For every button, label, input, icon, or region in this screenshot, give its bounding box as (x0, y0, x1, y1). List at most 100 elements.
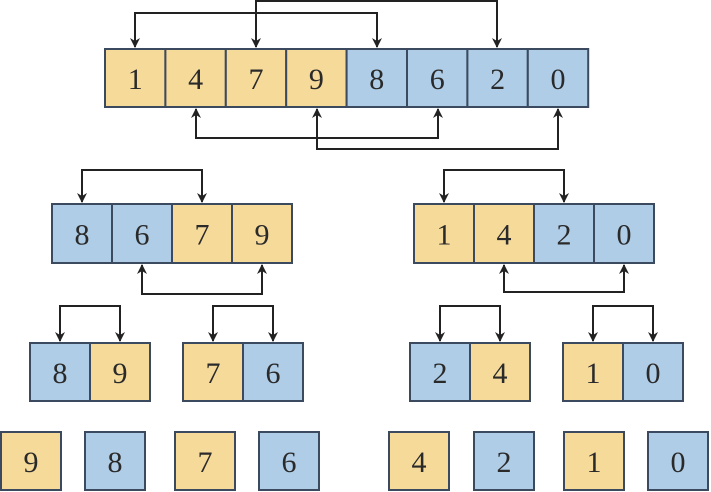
yellow-cell-box (562, 342, 624, 402)
number-cell: 6 (258, 431, 320, 491)
level-3-group: 1 (563, 431, 625, 491)
cell-value: 9 (24, 446, 39, 479)
yellow-cell-box (174, 431, 236, 491)
level-3-group: 6 (258, 431, 320, 491)
blue-cell-box (258, 431, 320, 491)
number-cell: 7 (224, 48, 288, 108)
cell-value: 8 (75, 219, 90, 252)
cell-value: 2 (490, 63, 505, 96)
blue-cell-box (593, 203, 655, 264)
level-3-group: 7 (174, 431, 236, 491)
cell-value: 1 (128, 63, 143, 96)
number-cell: 2 (473, 431, 535, 491)
blue-cell-box (51, 203, 113, 264)
yellow-cell-box (413, 203, 475, 264)
blue-cell-box (647, 431, 709, 491)
cell-value: 8 (53, 357, 68, 390)
number-cell: 6 (242, 342, 304, 402)
compare-connector (59, 305, 121, 341)
cell-value: 7 (195, 219, 210, 252)
number-cell: 7 (174, 431, 236, 491)
blue-cell-box (242, 342, 304, 402)
compare-connector (212, 305, 274, 341)
cell-value: 9 (113, 357, 128, 390)
cell-value: 4 (412, 446, 427, 479)
blue-cell-box (345, 48, 409, 108)
number-cell: 4 (164, 48, 227, 108)
number-cell: 6 (406, 48, 469, 108)
number-cell: 2 (409, 342, 471, 402)
cell-value: 1 (586, 357, 601, 390)
compare-connector (443, 169, 565, 202)
yellow-cell-box (104, 48, 167, 108)
blue-cell-box (409, 342, 471, 402)
level-3-group: 9 (0, 431, 62, 491)
yellow-cell-box (164, 48, 227, 108)
yellow-cell-box (89, 342, 151, 402)
cell-value: 0 (617, 219, 632, 252)
yellow-cell-box (473, 203, 535, 264)
blue-cell-box (622, 342, 684, 402)
blue-cell-box (111, 203, 173, 264)
number-cell: 9 (231, 203, 293, 264)
number-cell: 8 (51, 203, 113, 264)
compare-connector (592, 305, 654, 341)
compare-connector (141, 265, 263, 295)
level-3-group: 4 (388, 431, 450, 491)
compare-connector (81, 169, 203, 202)
cell-value: 4 (497, 219, 512, 252)
cell-value: 2 (433, 357, 448, 390)
number-cell: 1 (562, 342, 624, 402)
yellow-cell-box (224, 48, 288, 108)
yellow-cell-box (231, 203, 293, 264)
cell-value: 0 (646, 357, 661, 390)
number-cell: 6 (111, 203, 173, 264)
cell-value: 9 (309, 63, 324, 96)
number-cell: 7 (171, 203, 233, 264)
yellow-cell-box (0, 431, 62, 491)
number-cell: 0 (647, 431, 709, 491)
number-cell: 4 (473, 203, 535, 264)
cell-value: 7 (206, 357, 221, 390)
cell-value: 1 (437, 219, 452, 252)
number-cell: 1 (413, 203, 475, 264)
blue-cell-box (473, 431, 535, 491)
number-cell: 8 (84, 431, 146, 491)
number-cell: 1 (104, 48, 167, 108)
cell-value: 6 (266, 357, 281, 390)
cell-value: 4 (493, 357, 508, 390)
number-cell: 8 (29, 342, 91, 402)
cell-value: 4 (188, 63, 203, 96)
number-cell: 9 (0, 431, 62, 491)
cell-value: 7 (249, 63, 264, 96)
compare-connector (503, 265, 625, 293)
number-cell: 0 (593, 203, 655, 264)
level-1-group: 1 4 2 0 (413, 203, 655, 264)
yellow-cell-box (388, 431, 450, 491)
blue-cell-box (526, 48, 590, 108)
number-cell: 0 (622, 342, 684, 402)
cell-value: 7 (198, 446, 213, 479)
cell-value: 6 (282, 446, 297, 479)
level-3-group: 8 (84, 431, 146, 491)
cell-value: 0 (671, 446, 686, 479)
blue-cell-box (84, 431, 146, 491)
number-cell: 4 (469, 342, 531, 402)
yellow-cell-box (182, 342, 244, 402)
cell-value: 8 (369, 63, 384, 96)
blue-cell-box (466, 48, 529, 108)
yellow-cell-box (563, 431, 625, 491)
level-3-group: 2 (473, 431, 535, 491)
cell-value: 2 (557, 219, 572, 252)
number-cell: 9 (89, 342, 151, 402)
blue-cell-box (29, 342, 91, 402)
cell-value: 0 (551, 63, 566, 96)
cell-value: 6 (135, 219, 150, 252)
